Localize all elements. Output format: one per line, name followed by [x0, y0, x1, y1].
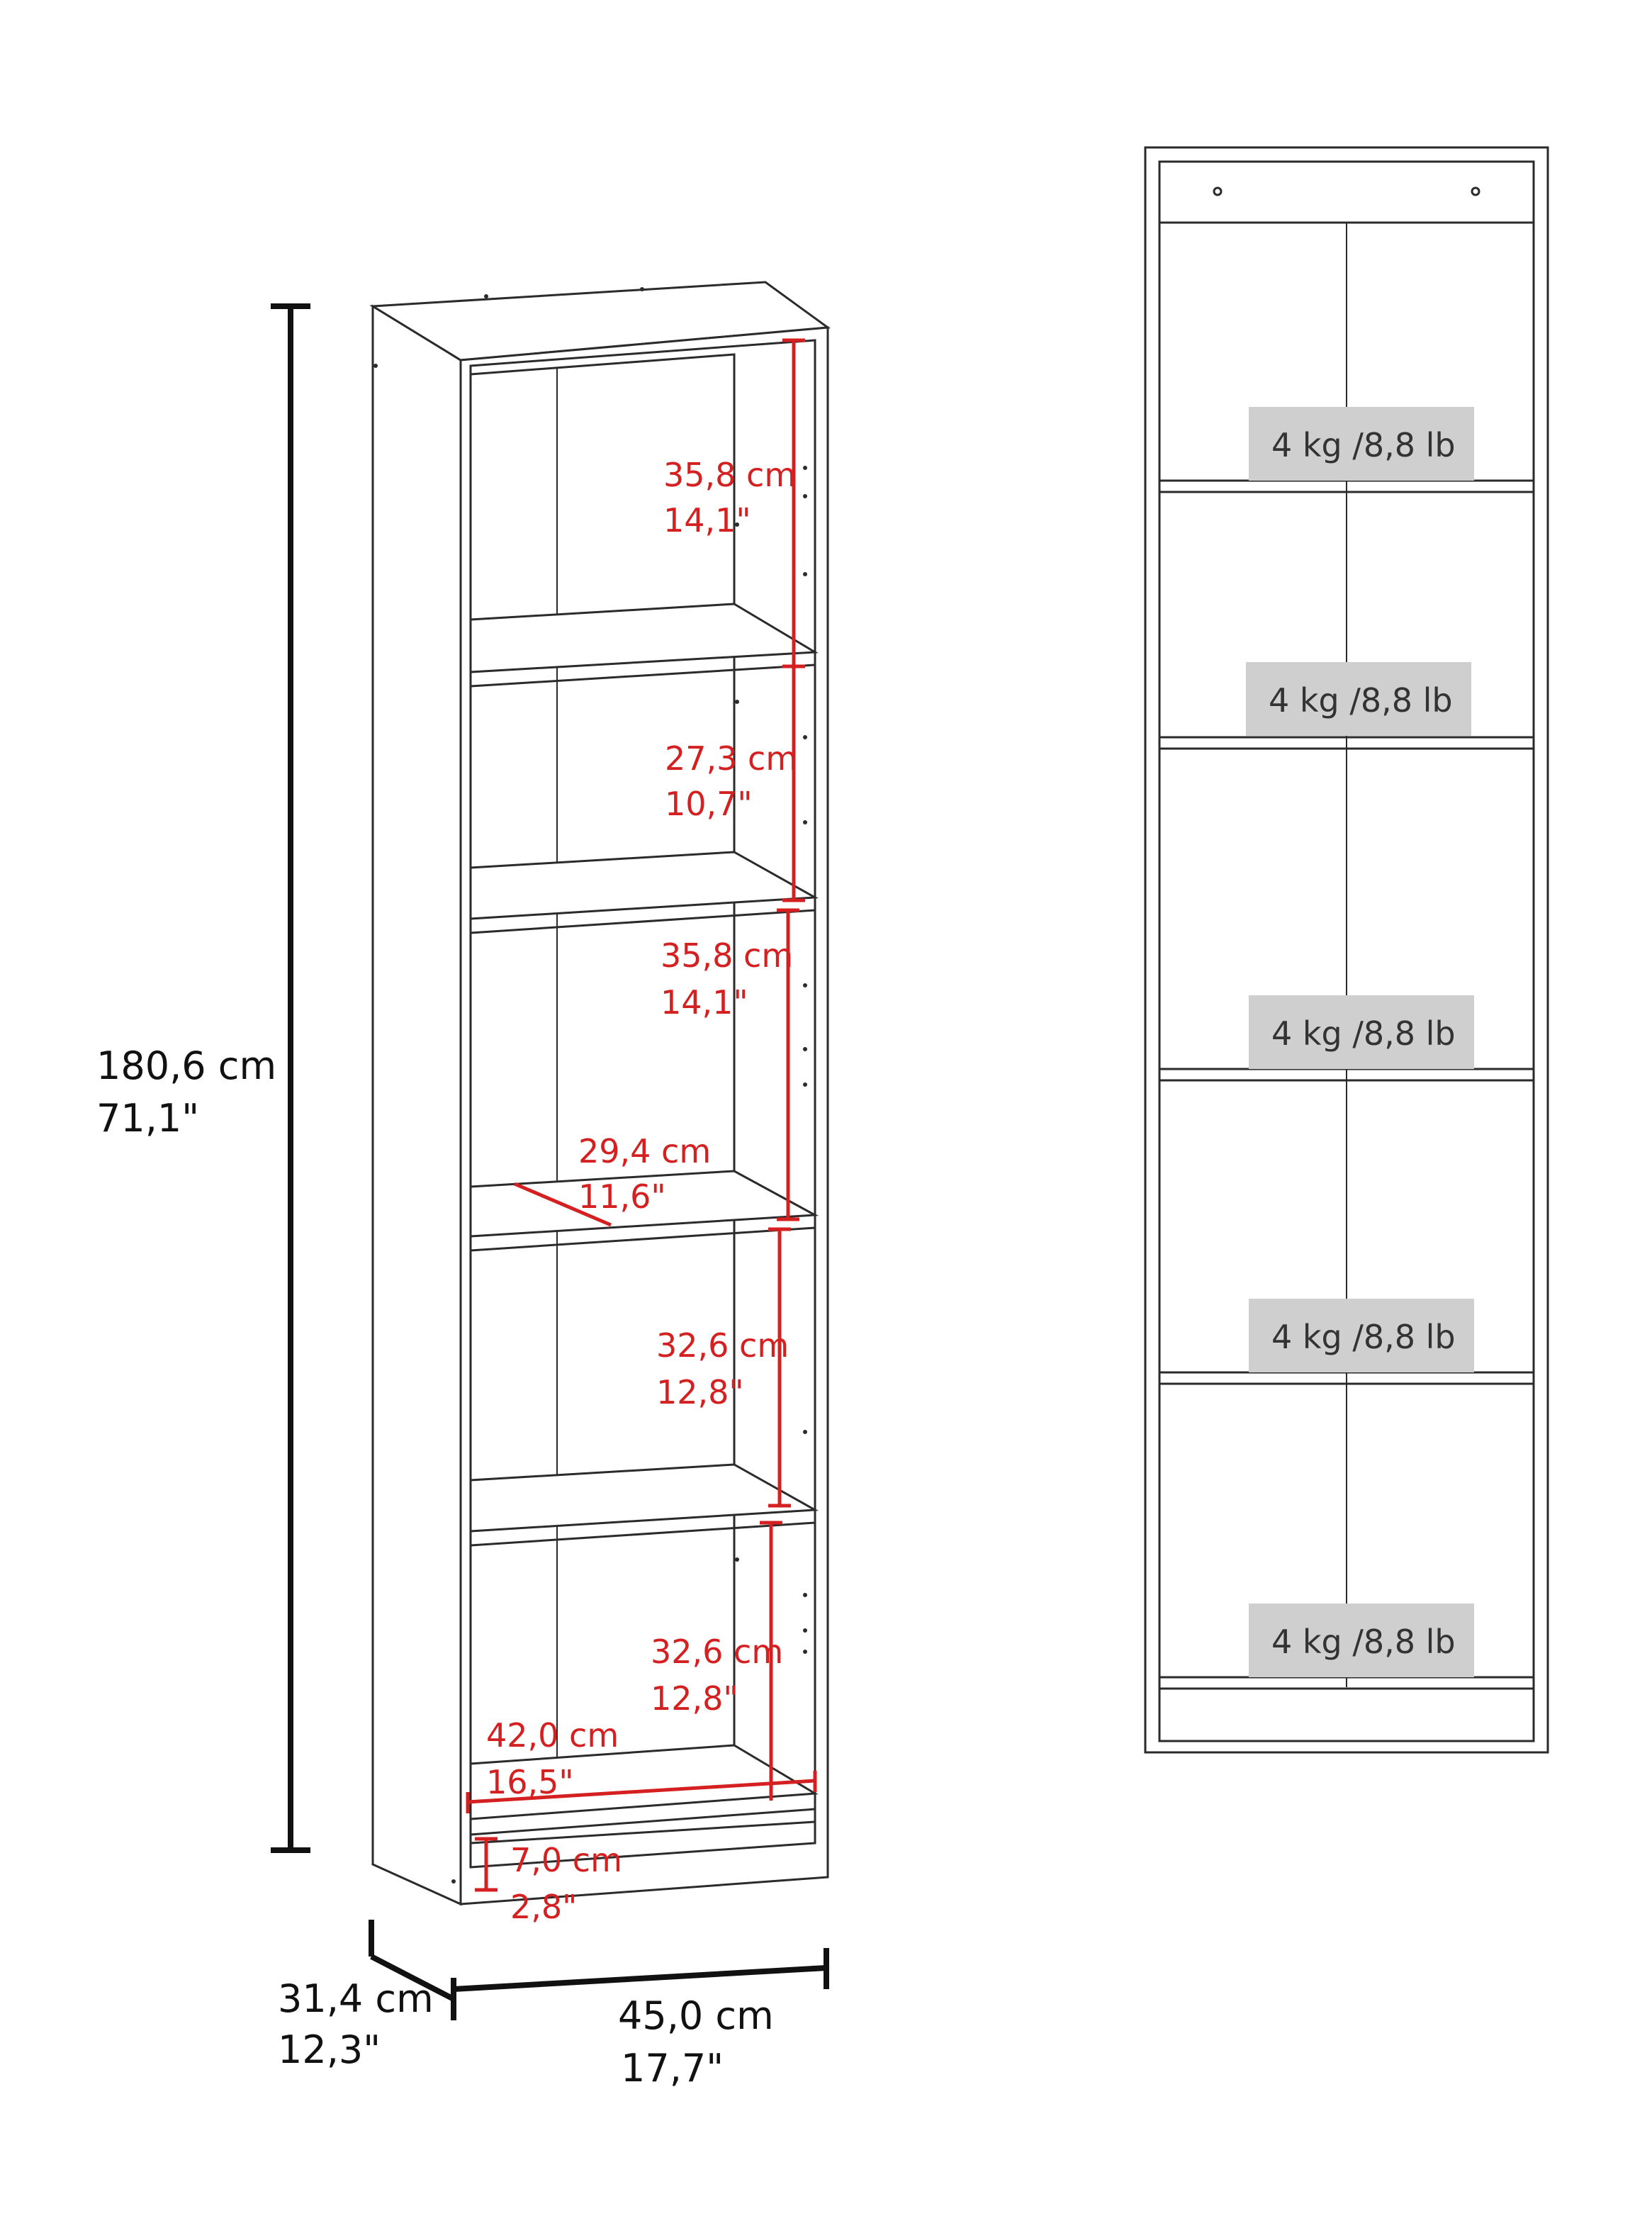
- height-cm-label: 180,6 cm: [96, 1043, 276, 1088]
- width-cm-label: 45,0 cm: [618, 1993, 774, 2038]
- dim-5-cm-label: 32,6 cm: [656, 1326, 789, 1365]
- load-label-1: 4 kg /8,8 lb: [1271, 426, 1456, 464]
- shelf-2: [469, 851, 819, 934]
- dim-5-in-label: 12,8": [656, 1373, 744, 1411]
- front-elevation: [1144, 146, 1549, 1754]
- dim-2-in-label: 10,7": [665, 785, 753, 823]
- load-badge-5: [1249, 1604, 1474, 1677]
- side-panel: [371, 304, 462, 1906]
- depth-cm-label: 31,4 cm: [278, 1976, 434, 2021]
- load-badge-3: [1249, 995, 1474, 1069]
- dim-4-in-label: 11,6": [578, 1177, 666, 1216]
- elevation-shelf-2: [1158, 736, 1535, 750]
- depth-in-label: 12,3": [278, 2027, 381, 2072]
- dim-7-cm-label: 42,0 cm: [486, 1716, 619, 1754]
- load-badge-4: [1249, 1299, 1474, 1372]
- height-in-label: 71,1": [96, 1096, 199, 1141]
- pin-holes: [373, 287, 807, 1884]
- dim-3-in-label: 14,1": [661, 983, 748, 1022]
- dim-1-cm-label: 35,8 cm: [663, 456, 796, 494]
- load-badge-1: [1249, 407, 1474, 481]
- load-badges: 4 kg /8,8 lb 4 kg /8,8 lb 4 kg /8,8 lb 4…: [1246, 407, 1474, 1677]
- load-label-5: 4 kg /8,8 lb: [1271, 1623, 1456, 1661]
- load-label-3: 4 kg /8,8 lb: [1271, 1014, 1456, 1053]
- dim-8-in-label: 2,8": [510, 1888, 577, 1926]
- load-label-4: 4 kg /8,8 lb: [1271, 1318, 1456, 1356]
- load-badge-2: [1246, 662, 1471, 736]
- shelf-1: [469, 603, 819, 688]
- dim-6-in-label: 12,8": [651, 1679, 738, 1718]
- interior-dimension-lines: [466, 338, 817, 1892]
- shelf-4: [469, 1463, 819, 1547]
- width-in-label: 17,7": [621, 2046, 724, 2091]
- overall-dimension-lines: [271, 303, 829, 2020]
- load-label-2: 4 kg /8,8 lb: [1269, 681, 1453, 720]
- shelf-3: [469, 1170, 819, 1252]
- perspective-bookcase: [369, 281, 831, 1906]
- dim-1-in-label: 14,1": [663, 501, 751, 539]
- dim-8-cm-label: 7,0 cm: [510, 1841, 622, 1879]
- dim-4-cm-label: 29,4 cm: [578, 1132, 711, 1170]
- dim-3-cm-label: 35,8 cm: [661, 936, 793, 975]
- dim-6-cm-label: 32,6 cm: [651, 1633, 783, 1671]
- dim-7-in-label: 16,5": [486, 1763, 574, 1801]
- dim-2-cm-label: 27,3 cm: [665, 739, 797, 778]
